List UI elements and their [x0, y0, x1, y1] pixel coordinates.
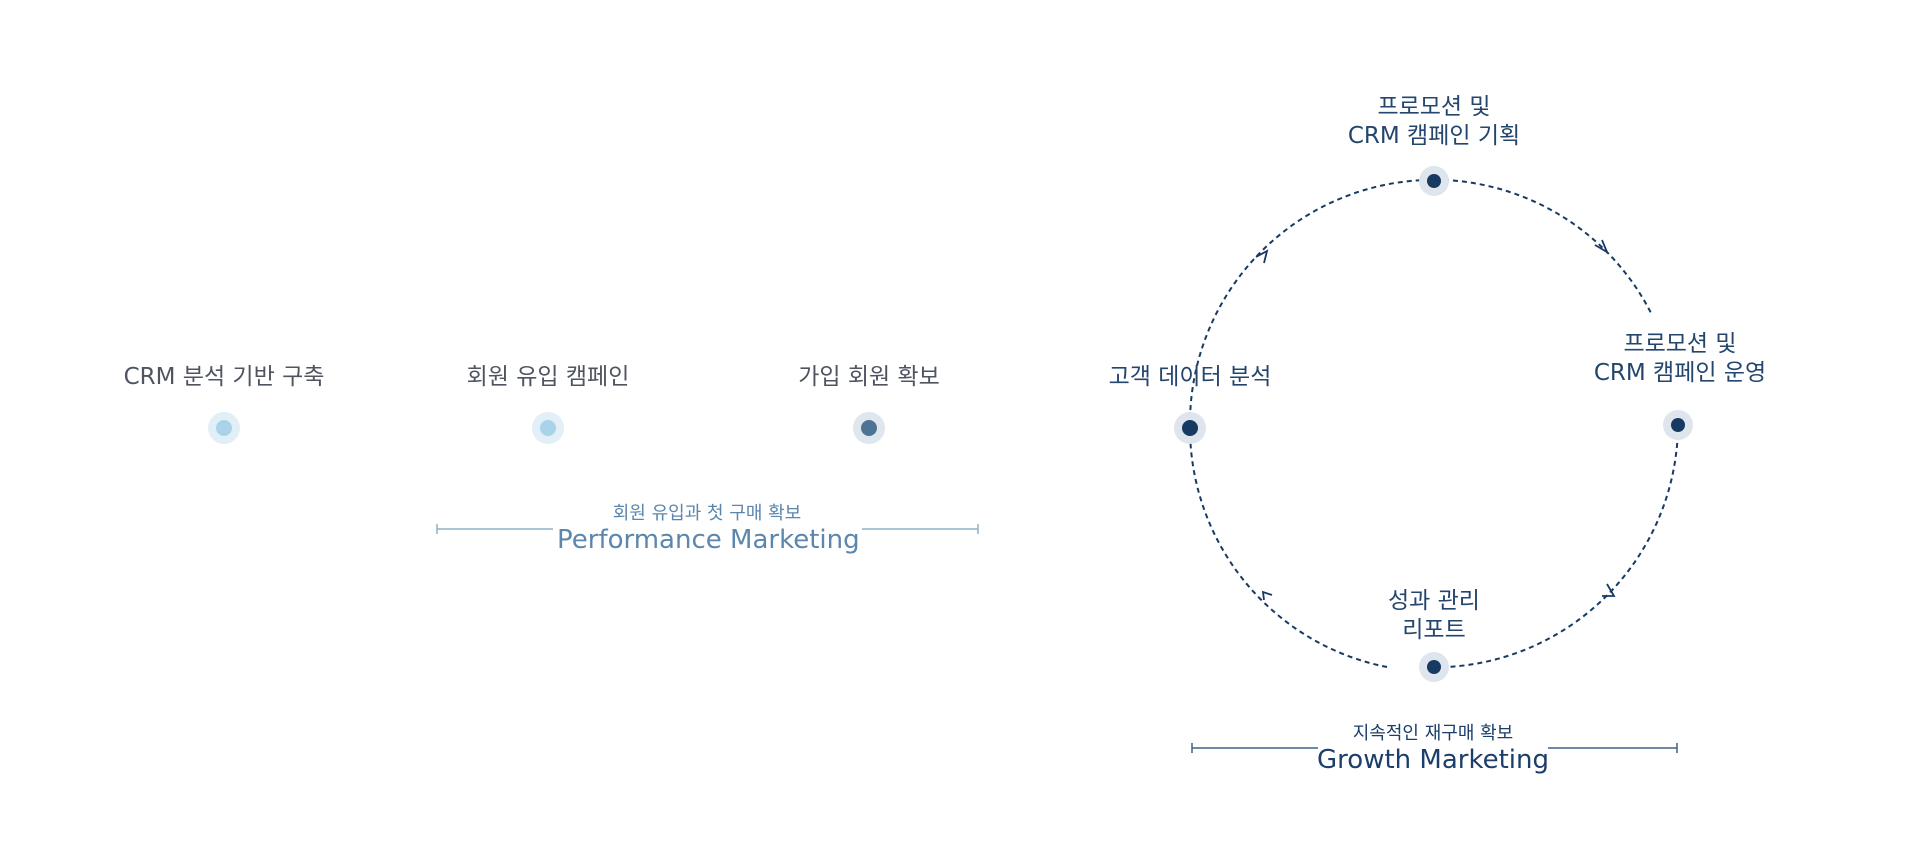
cycle-label-planning-line2: CRM 캠페인 기획	[1347, 122, 1521, 149]
cycle-node-operation	[1663, 410, 1693, 440]
timeline-node-3	[853, 412, 885, 444]
growth-title: Growth Marketing	[1317, 744, 1549, 775]
arrowhead-4	[1261, 590, 1273, 601]
step-label-signup-campaign: 회원 유입 캠페인	[466, 364, 630, 390]
performance-title: Performance Marketing	[557, 524, 860, 555]
arrowhead-2	[1594, 239, 1609, 255]
cycle-label-planning-line1: 프로모션 및	[1377, 94, 1491, 120]
growth-subtitle: 지속적인 재구매 확보	[1352, 723, 1514, 744]
growth-bracket	[1191, 743, 1678, 753]
step-label-customer-data-analysis: 고객 데이터 분석	[1108, 364, 1272, 390]
cycle-label-report-line2: 리포트	[1402, 616, 1466, 643]
cycle-label-planning: 프로모션 및 CRM 캠페인 기획	[1294, 93, 1574, 151]
arrowhead-1	[1255, 249, 1269, 264]
performance-subtitle: 회원 유입과 첫 구매 확보	[612, 503, 802, 524]
cycle-label-operation: 프로모션 및 CRM 캠페인 운영	[1540, 330, 1820, 388]
performance-bracket	[436, 524, 979, 534]
cycle-label-report: 성과 관리 리포트	[1294, 587, 1574, 645]
cycle-node-data-analysis	[1174, 412, 1206, 444]
cycle-label-operation-line1: 프로모션 및	[1623, 331, 1737, 357]
cycle-label-report-line1: 성과 관리	[1388, 588, 1480, 614]
timeline-node-2	[532, 412, 564, 444]
performance-marketing-caption: 회원 유입과 첫 구매 확보 Performance Marketing	[557, 503, 860, 556]
step-label-member-acquisition: 가입 회원 확보	[798, 364, 940, 390]
timeline-node-1	[208, 412, 240, 444]
cycle-label-operation-line2: CRM 캠페인 운영	[1593, 359, 1767, 386]
cycle-node-planning	[1419, 166, 1449, 196]
step-label-crm-foundation: CRM 분석 기반 구축	[123, 364, 325, 390]
arrowhead-3	[1602, 583, 1616, 597]
growth-marketing-caption: 지속적인 재구매 확보 Growth Marketing	[1288, 723, 1578, 776]
cycle-node-report	[1419, 652, 1449, 682]
